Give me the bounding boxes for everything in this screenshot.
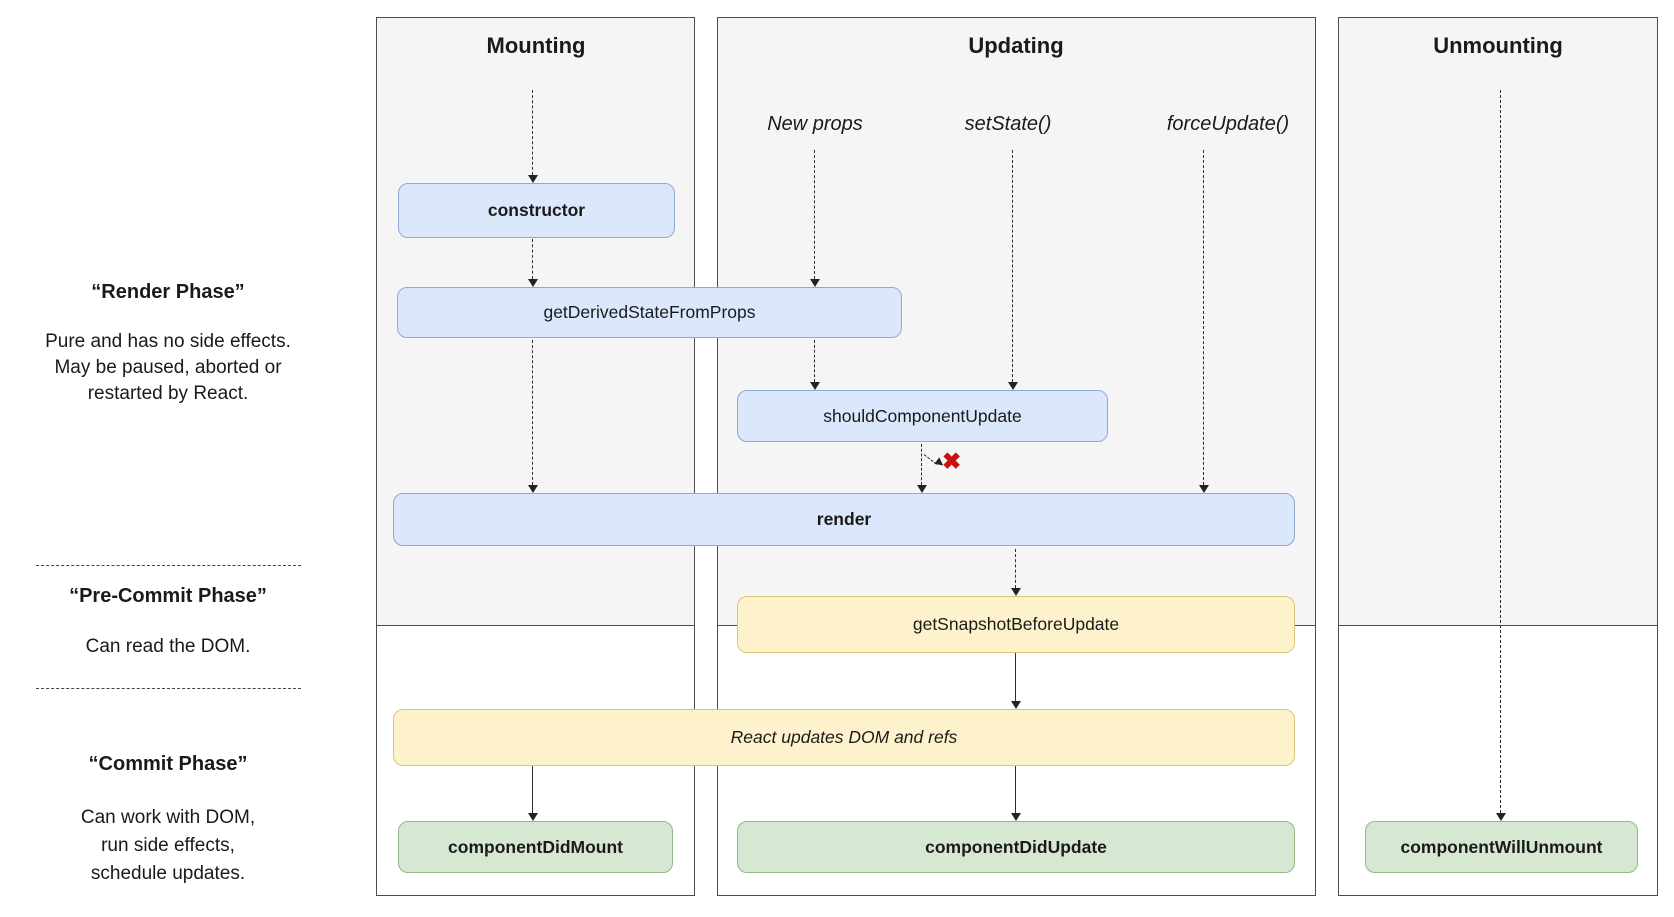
render-box: render (393, 493, 1295, 546)
componentdidupdate-box: componentDidUpdate (737, 821, 1295, 873)
trigger-force-update: forceUpdate() (1166, 113, 1290, 135)
pre-commit-phase-title: “Pre-Commit Phase” (69, 585, 267, 607)
react-updates-dom-box: React updates DOM and refs (393, 709, 1295, 766)
render-phase-desc-line: restarted by React. (87, 383, 249, 404)
commit-phase-desc-line: run side effects, (101, 835, 235, 856)
arrow-getsnapshotbeforeupdate-to-reactupdatesdom (1011, 653, 1021, 709)
arrow-reactupdatesdom-to-componentdidupdate (1011, 766, 1021, 821)
mounting-column-title: Mounting (486, 33, 586, 58)
arrowhead-icon (917, 485, 927, 493)
shouldcomponentupdate-box: shouldComponentUpdate (737, 390, 1108, 442)
arrow-mount-start-to-constructor (528, 90, 538, 183)
arrow-getderivedstatefromprops-to-shouldcomponentupdate (810, 340, 820, 390)
arrow-render-to-getsnapshotbeforeupdate (1011, 549, 1021, 596)
componentdidmount-box: componentDidMount (398, 821, 673, 873)
render-phase-desc-line: Pure and has no side effects. (45, 331, 291, 352)
phase-separator (36, 565, 301, 566)
unmounting-panel-render-phase-area (1338, 17, 1658, 626)
unmounting-column-title: Unmounting (1433, 33, 1563, 58)
arrow-getderivedstatefromprops-to-render-mounting (528, 340, 538, 493)
arrowhead-icon (1011, 813, 1021, 821)
phase-separator (36, 688, 301, 689)
arrowhead-icon (1496, 813, 1506, 821)
getsnapshotbeforeupdate-box: getSnapshotBeforeUpdate (737, 596, 1295, 653)
arrowhead-icon (1011, 588, 1021, 596)
arrow-unmount-start-to-componentwillunmount (1496, 90, 1506, 821)
render-phase-desc-line: May be paused, aborted or (54, 357, 282, 378)
arrowhead-icon (528, 813, 538, 821)
pre-commit-phase-desc-line: Can read the DOM. (85, 636, 251, 657)
arrowhead-icon (810, 382, 820, 390)
arrowhead-icon (1199, 485, 1209, 493)
getderivedstatefromprops-box: getDerivedStateFromProps (397, 287, 902, 338)
arrow-shouldcomponentupdate-to-render (917, 444, 927, 493)
updating-column-title: Updating (968, 33, 1064, 58)
arrow-new-props-to-getderivedstatefromprops (810, 150, 820, 287)
trigger-set-state: setState() (964, 113, 1052, 135)
arrow-reactupdatesdom-to-componentdidmount (528, 766, 538, 821)
arrowhead-icon (1011, 701, 1021, 709)
trigger-new-props: New props (767, 113, 863, 135)
arrowhead-icon (528, 485, 538, 493)
arrow-constructor-to-getderivedstatefromprops (528, 239, 538, 287)
arrowhead-icon (810, 279, 820, 287)
constructor-box: constructor (398, 183, 675, 238)
arrowhead-icon (528, 175, 538, 183)
arrow-forceupdate-to-render (1199, 150, 1209, 493)
componentwillunmount-box: componentWillUnmount (1365, 821, 1638, 873)
commit-phase-desc-line: Can work with DOM, (80, 807, 256, 828)
update-blocked-x-icon: ✖ (942, 448, 962, 474)
commit-phase-title: “Commit Phase” (88, 753, 248, 775)
arrow-setstate-to-shouldcomponentupdate (1008, 150, 1018, 390)
commit-phase-desc-line: schedule updates. (90, 863, 246, 884)
arrowhead-icon (1008, 382, 1018, 390)
render-phase-title: “Render Phase” (91, 281, 245, 303)
arrowhead-icon (528, 279, 538, 287)
